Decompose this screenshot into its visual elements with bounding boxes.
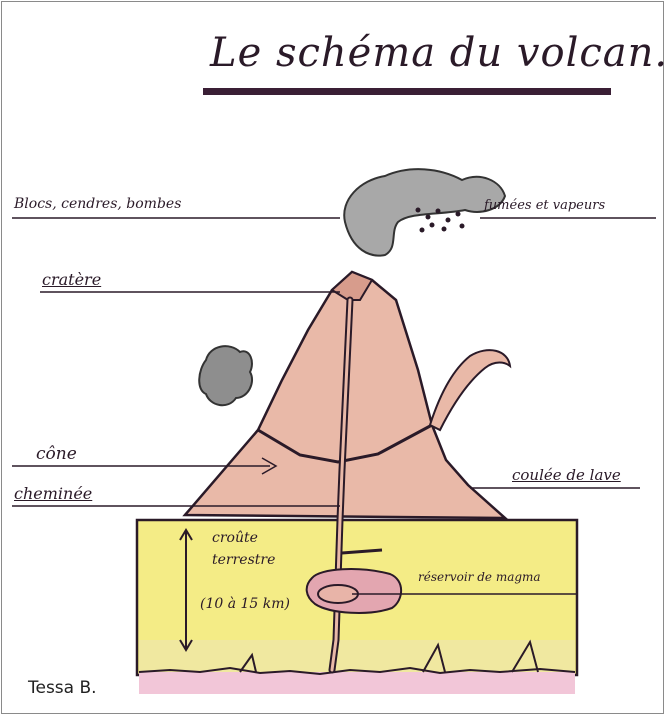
label-crust-line2: terrestre xyxy=(212,552,275,568)
crust-lower-band xyxy=(139,640,575,674)
smoke-cloud xyxy=(344,169,505,255)
lava-flow xyxy=(430,350,510,430)
label-bombs: Blocs, cendres, bombes xyxy=(14,196,181,212)
page-title: Le schéma du volcan. xyxy=(210,30,665,76)
label-fumes: fumées et vapeurs xyxy=(484,198,605,213)
label-lava-flow: coulée de lave xyxy=(512,466,621,484)
label-cone: cône xyxy=(36,444,77,464)
label-reservoir: réservoir de magma xyxy=(418,570,541,584)
label-crater: cratère xyxy=(42,270,101,289)
label-depth: (10 à 15 km) xyxy=(200,596,290,612)
label-crust-line1: croûte xyxy=(212,530,258,546)
label-chimney: cheminée xyxy=(14,484,92,503)
bomb-cloud xyxy=(199,346,252,405)
mantle-layer xyxy=(139,672,575,694)
author-credit: Tessa B. xyxy=(24,676,101,700)
title-underline xyxy=(203,88,611,95)
